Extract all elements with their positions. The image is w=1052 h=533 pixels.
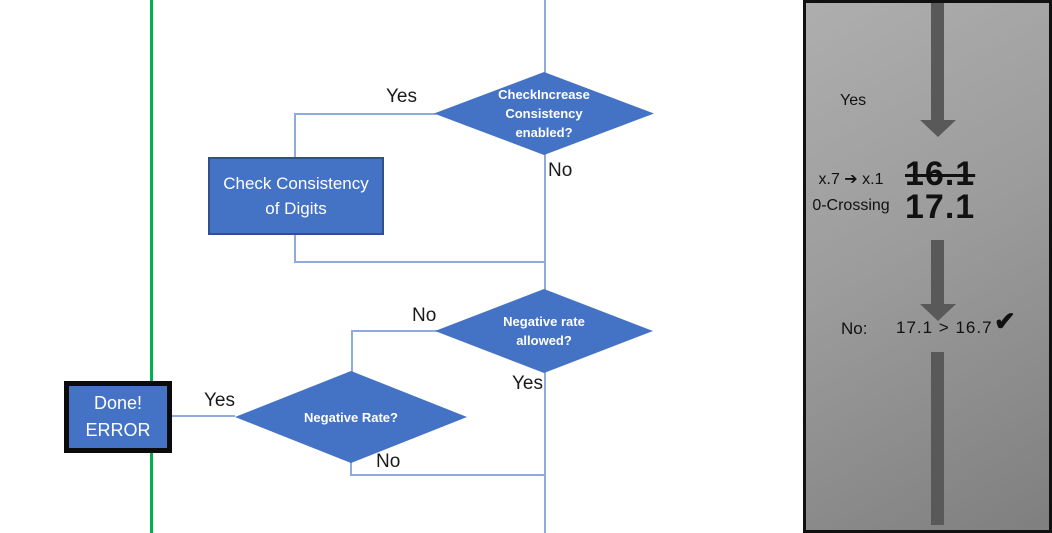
panel-yes-label: Yes [840, 92, 867, 109]
check-mark-icon: ✔ [994, 306, 1016, 336]
old-value-strikethrough: 16.1 [905, 155, 976, 193]
terminal-text-line: Done! [93, 393, 143, 413]
decision-check-increase-consistency: CheckIncrease Consistency enabled? [434, 72, 654, 155]
decision-negative-rate-allowed: Negative rate allowed? [435, 289, 653, 373]
connector-yes-down [294, 113, 296, 158]
edge-label-yes-left: Yes [204, 390, 235, 411]
connector-box-out-horizontal [294, 261, 546, 263]
connector-no2-horizontal [351, 330, 437, 332]
decision-text-line: CheckIncrease [498, 87, 590, 102]
result-comparison: 17.1 > 16.7 [896, 318, 993, 337]
terminal-done-error: Done! ERROR [64, 381, 172, 453]
connector-no3-down [350, 461, 352, 476]
connector-box-out-down [294, 234, 296, 263]
connector-no-down [544, 154, 546, 290]
connector-yes2-down [544, 371, 546, 533]
terminal-text-line: ERROR [85, 420, 151, 440]
process-text-line: of Digits [265, 199, 327, 218]
connector-error-horizontal [171, 415, 235, 417]
edge-label-no-bottom: No [376, 451, 401, 472]
down-arrow-shaft [931, 3, 944, 121]
down-arrow-head-icon [920, 304, 956, 321]
down-arrow-head-icon [920, 120, 956, 137]
decision-text-line: Negative rate [503, 314, 585, 329]
new-value: 17.1 [905, 188, 976, 226]
edge-label-no-top: No [548, 160, 573, 181]
down-arrow-shaft [931, 352, 944, 525]
edge-label-yes-mid: Yes [512, 373, 543, 394]
connector-top-in [544, 0, 546, 73]
value-comparison: 16.1 17.1 [905, 155, 976, 226]
edge-label-no-mid: No [412, 305, 437, 326]
result-no-label: No: [841, 319, 868, 338]
down-arrow-shaft [931, 240, 944, 305]
process-text-line: Check Consistency [223, 174, 369, 193]
decision-text-line: Negative Rate? [304, 409, 398, 425]
connector-yes-horizontal [294, 113, 436, 115]
decision-text-line: enabled? [515, 125, 573, 140]
green-guide-line [150, 0, 153, 533]
connector-no3-horizontal [350, 474, 546, 476]
connector-no2-down [351, 330, 353, 372]
annotation-panel: Yes x.7 ➔ x.1 0-Crossing 16.1 17.1 No: 1… [803, 0, 1052, 533]
edge-label-yes-top: Yes [386, 86, 417, 107]
note-line-mapping: x.7 ➔ x.1 [818, 171, 884, 188]
decision-negative-rate: Negative Rate? [235, 371, 467, 463]
process-check-consistency-of-digits: Check Consistency of Digits [208, 157, 384, 235]
note-line-zero-crossing: 0-Crossing [812, 197, 890, 214]
decision-text-line: allowed? [516, 333, 572, 348]
zero-crossing-note: x.7 ➔ x.1 0-Crossing [808, 167, 894, 219]
decision-text-line: Consistency [505, 106, 583, 121]
